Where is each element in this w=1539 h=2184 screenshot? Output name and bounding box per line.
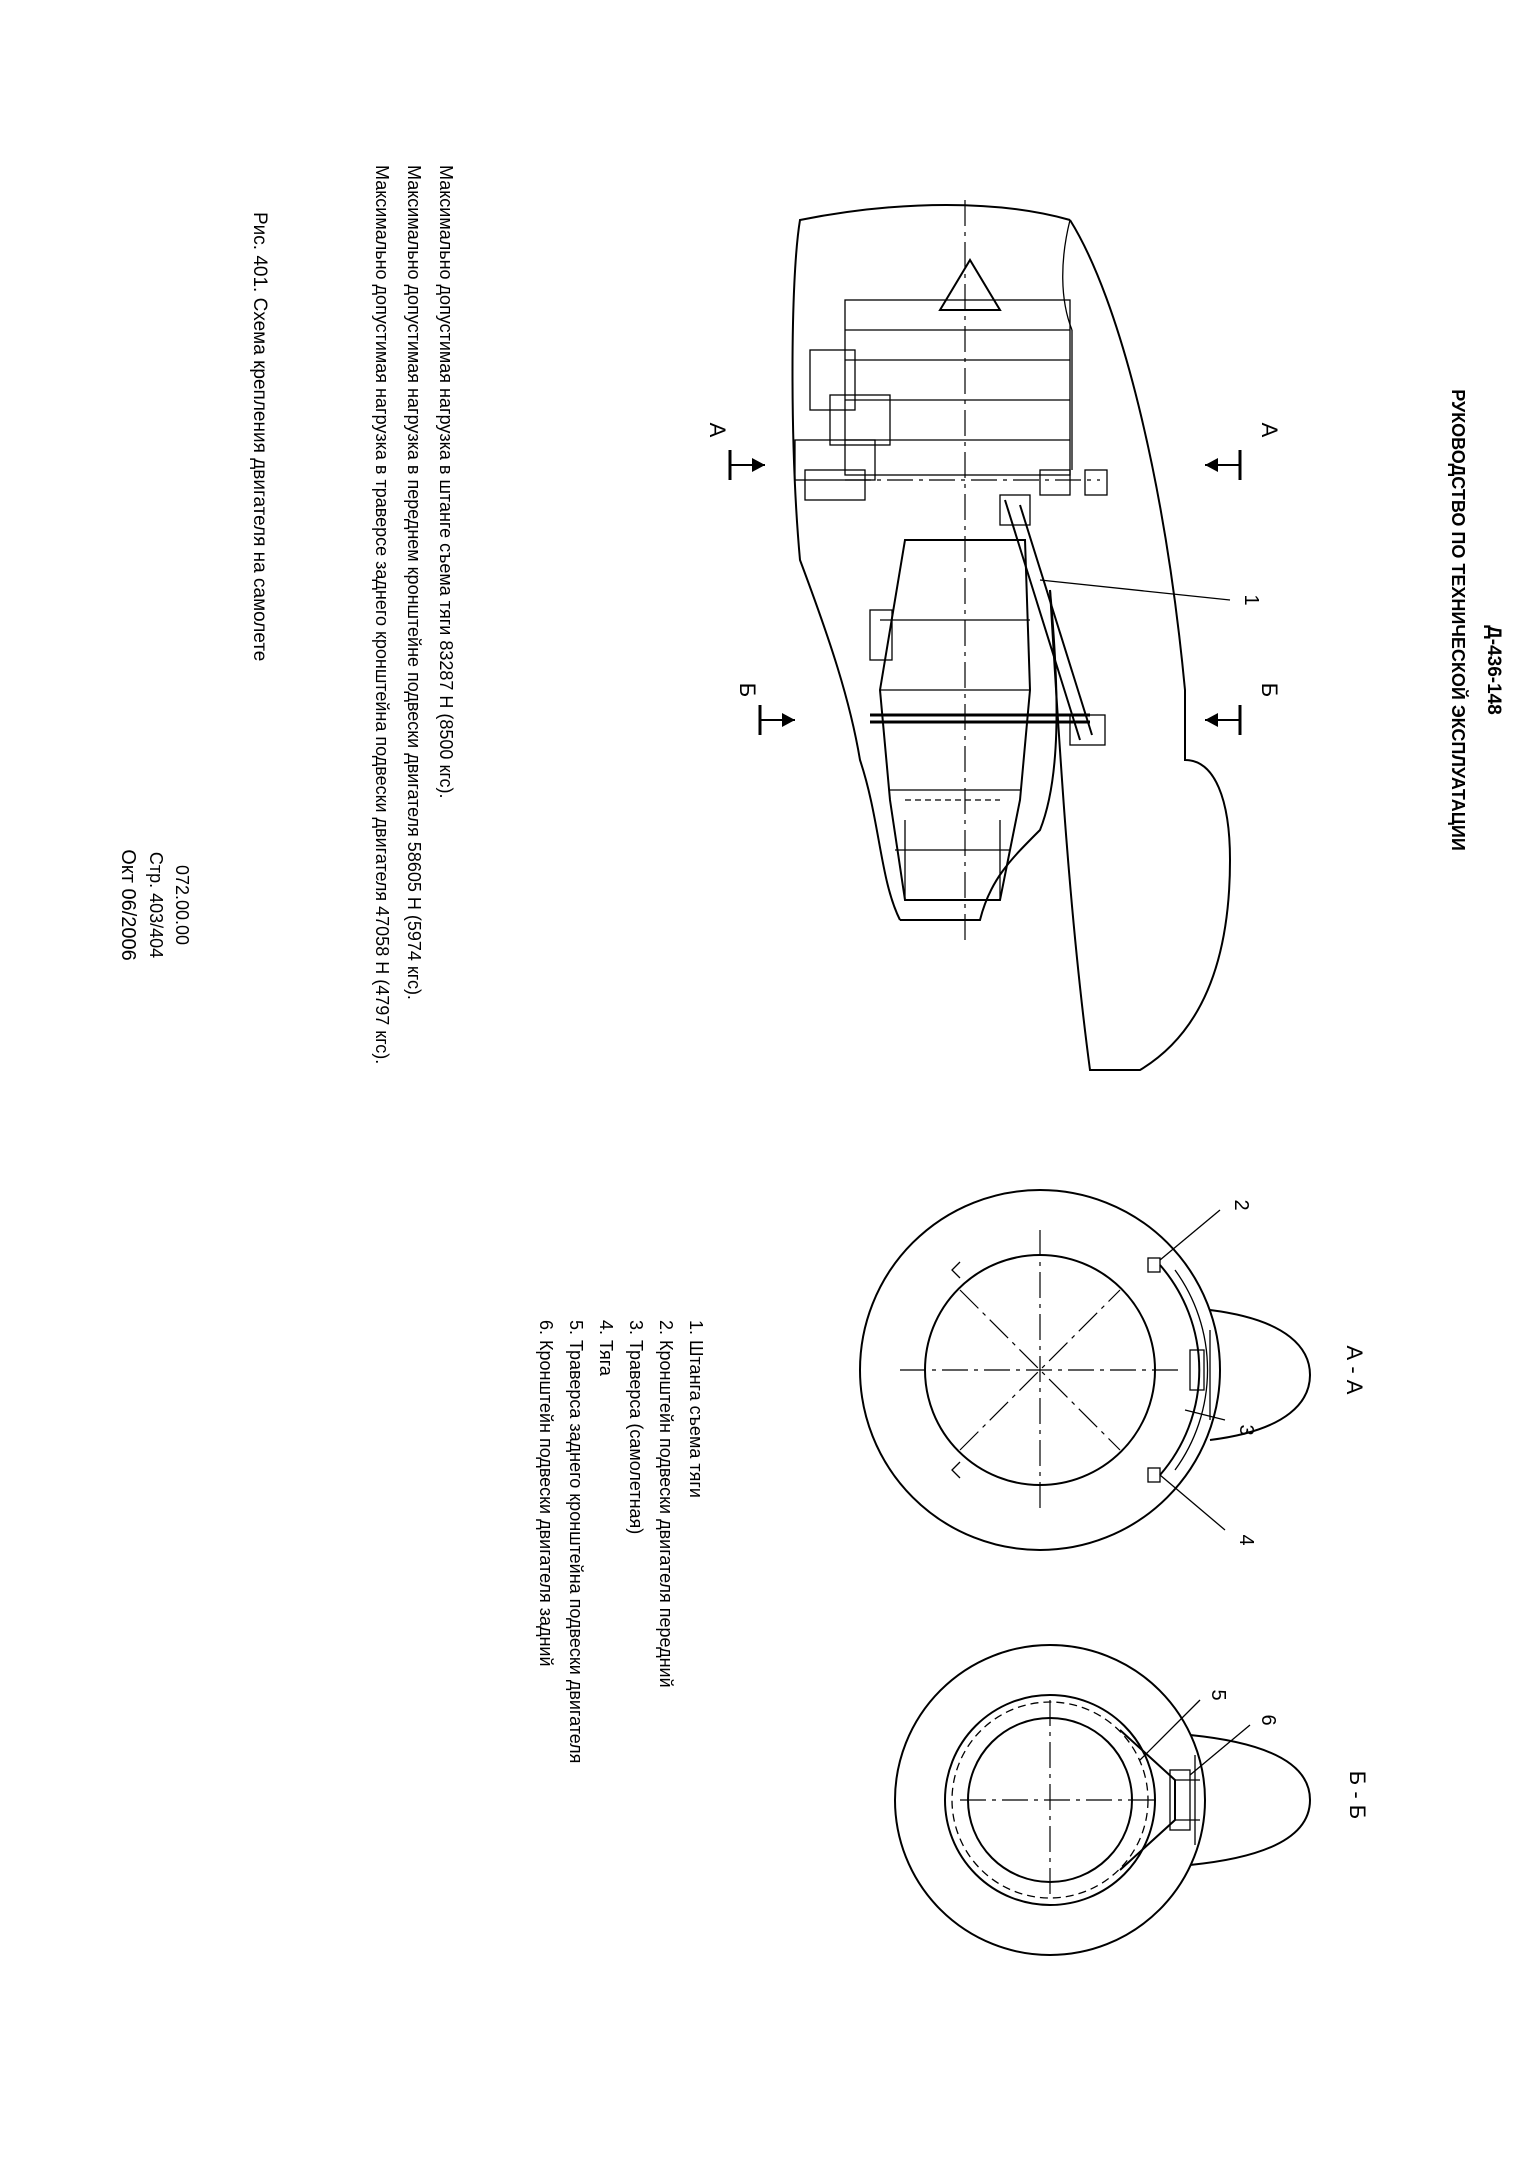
section-aa-callout-3: 3	[1235, 1424, 1257, 1435]
section-bb-mark-top: Б	[1257, 683, 1282, 697]
section-marker-bb: Б Б	[735, 683, 1282, 735]
section-bb-callout-6: 6	[1257, 1714, 1279, 1725]
legend-item-4: 4. Тяга	[596, 1320, 616, 1377]
footer-date: Окт 06/2006	[117, 849, 139, 961]
section-bb-mark-bottom: Б	[735, 683, 760, 697]
callout-1: 1	[1039, 579, 1262, 606]
section-bb-title: Б - Б	[1345, 1771, 1370, 1819]
load-line-1: Максимально допустимая нагрузка в штанге…	[436, 165, 456, 798]
load-limits: Максимально допустимая нагрузка в штанге…	[372, 165, 456, 1064]
section-aa-callout-2: 2	[1230, 1199, 1252, 1210]
legend-item-5: 5. Траверса заднего кронштейна подвески …	[566, 1320, 586, 1763]
section-bb-view: Б - Б 5 6	[894, 1644, 1370, 1956]
load-line-2: Максимально допустимая нагрузка в передн…	[404, 165, 424, 1000]
section-marker-aa: А А	[705, 423, 1282, 480]
legend-item-2: 2. Кронштейн подвески двигателя передний	[656, 1320, 676, 1688]
section-aa-callout-4: 4	[1235, 1534, 1257, 1545]
load-line-3: Максимально допустимая нагрузка в травер…	[372, 165, 392, 1064]
footer-page-number: Стр. 403/404	[146, 852, 166, 958]
legend-item-3: 3. Траверса (самолетная)	[626, 1320, 646, 1534]
legend-item-6: 6. Кронштейн подвески двигателя задний	[536, 1320, 556, 1667]
footer-section-code: 072.00.00	[172, 865, 192, 945]
document-code: Д-436-148	[1483, 625, 1504, 715]
section-aa-view: А - А 2 3 4	[859, 1189, 1367, 1551]
manual-title: РУКОВОДСТВО ПО ТЕХНИЧЕСКОЙ ЭКСПЛУАТАЦИИ	[1448, 389, 1469, 851]
section-aa-mark-bottom: А	[705, 423, 730, 438]
legend-item-1: 1. Штанга съема тяги	[686, 1320, 706, 1498]
callout-1-label: 1	[1240, 594, 1262, 605]
section-aa-title: А - А	[1342, 1346, 1367, 1395]
figure-caption: Рис. 401. Схема крепления двигателя на с…	[249, 212, 270, 661]
section-aa-mark-top: А	[1257, 423, 1282, 438]
section-bb-callout-5: 5	[1207, 1689, 1229, 1700]
engine-side-view	[791, 200, 1232, 1071]
parts-legend: 1. Штанга съема тяги 2. Кронштейн подвес…	[536, 1320, 706, 1763]
page-footer: 072.00.00 Стр. 403/404 Окт 06/2006	[117, 849, 192, 961]
